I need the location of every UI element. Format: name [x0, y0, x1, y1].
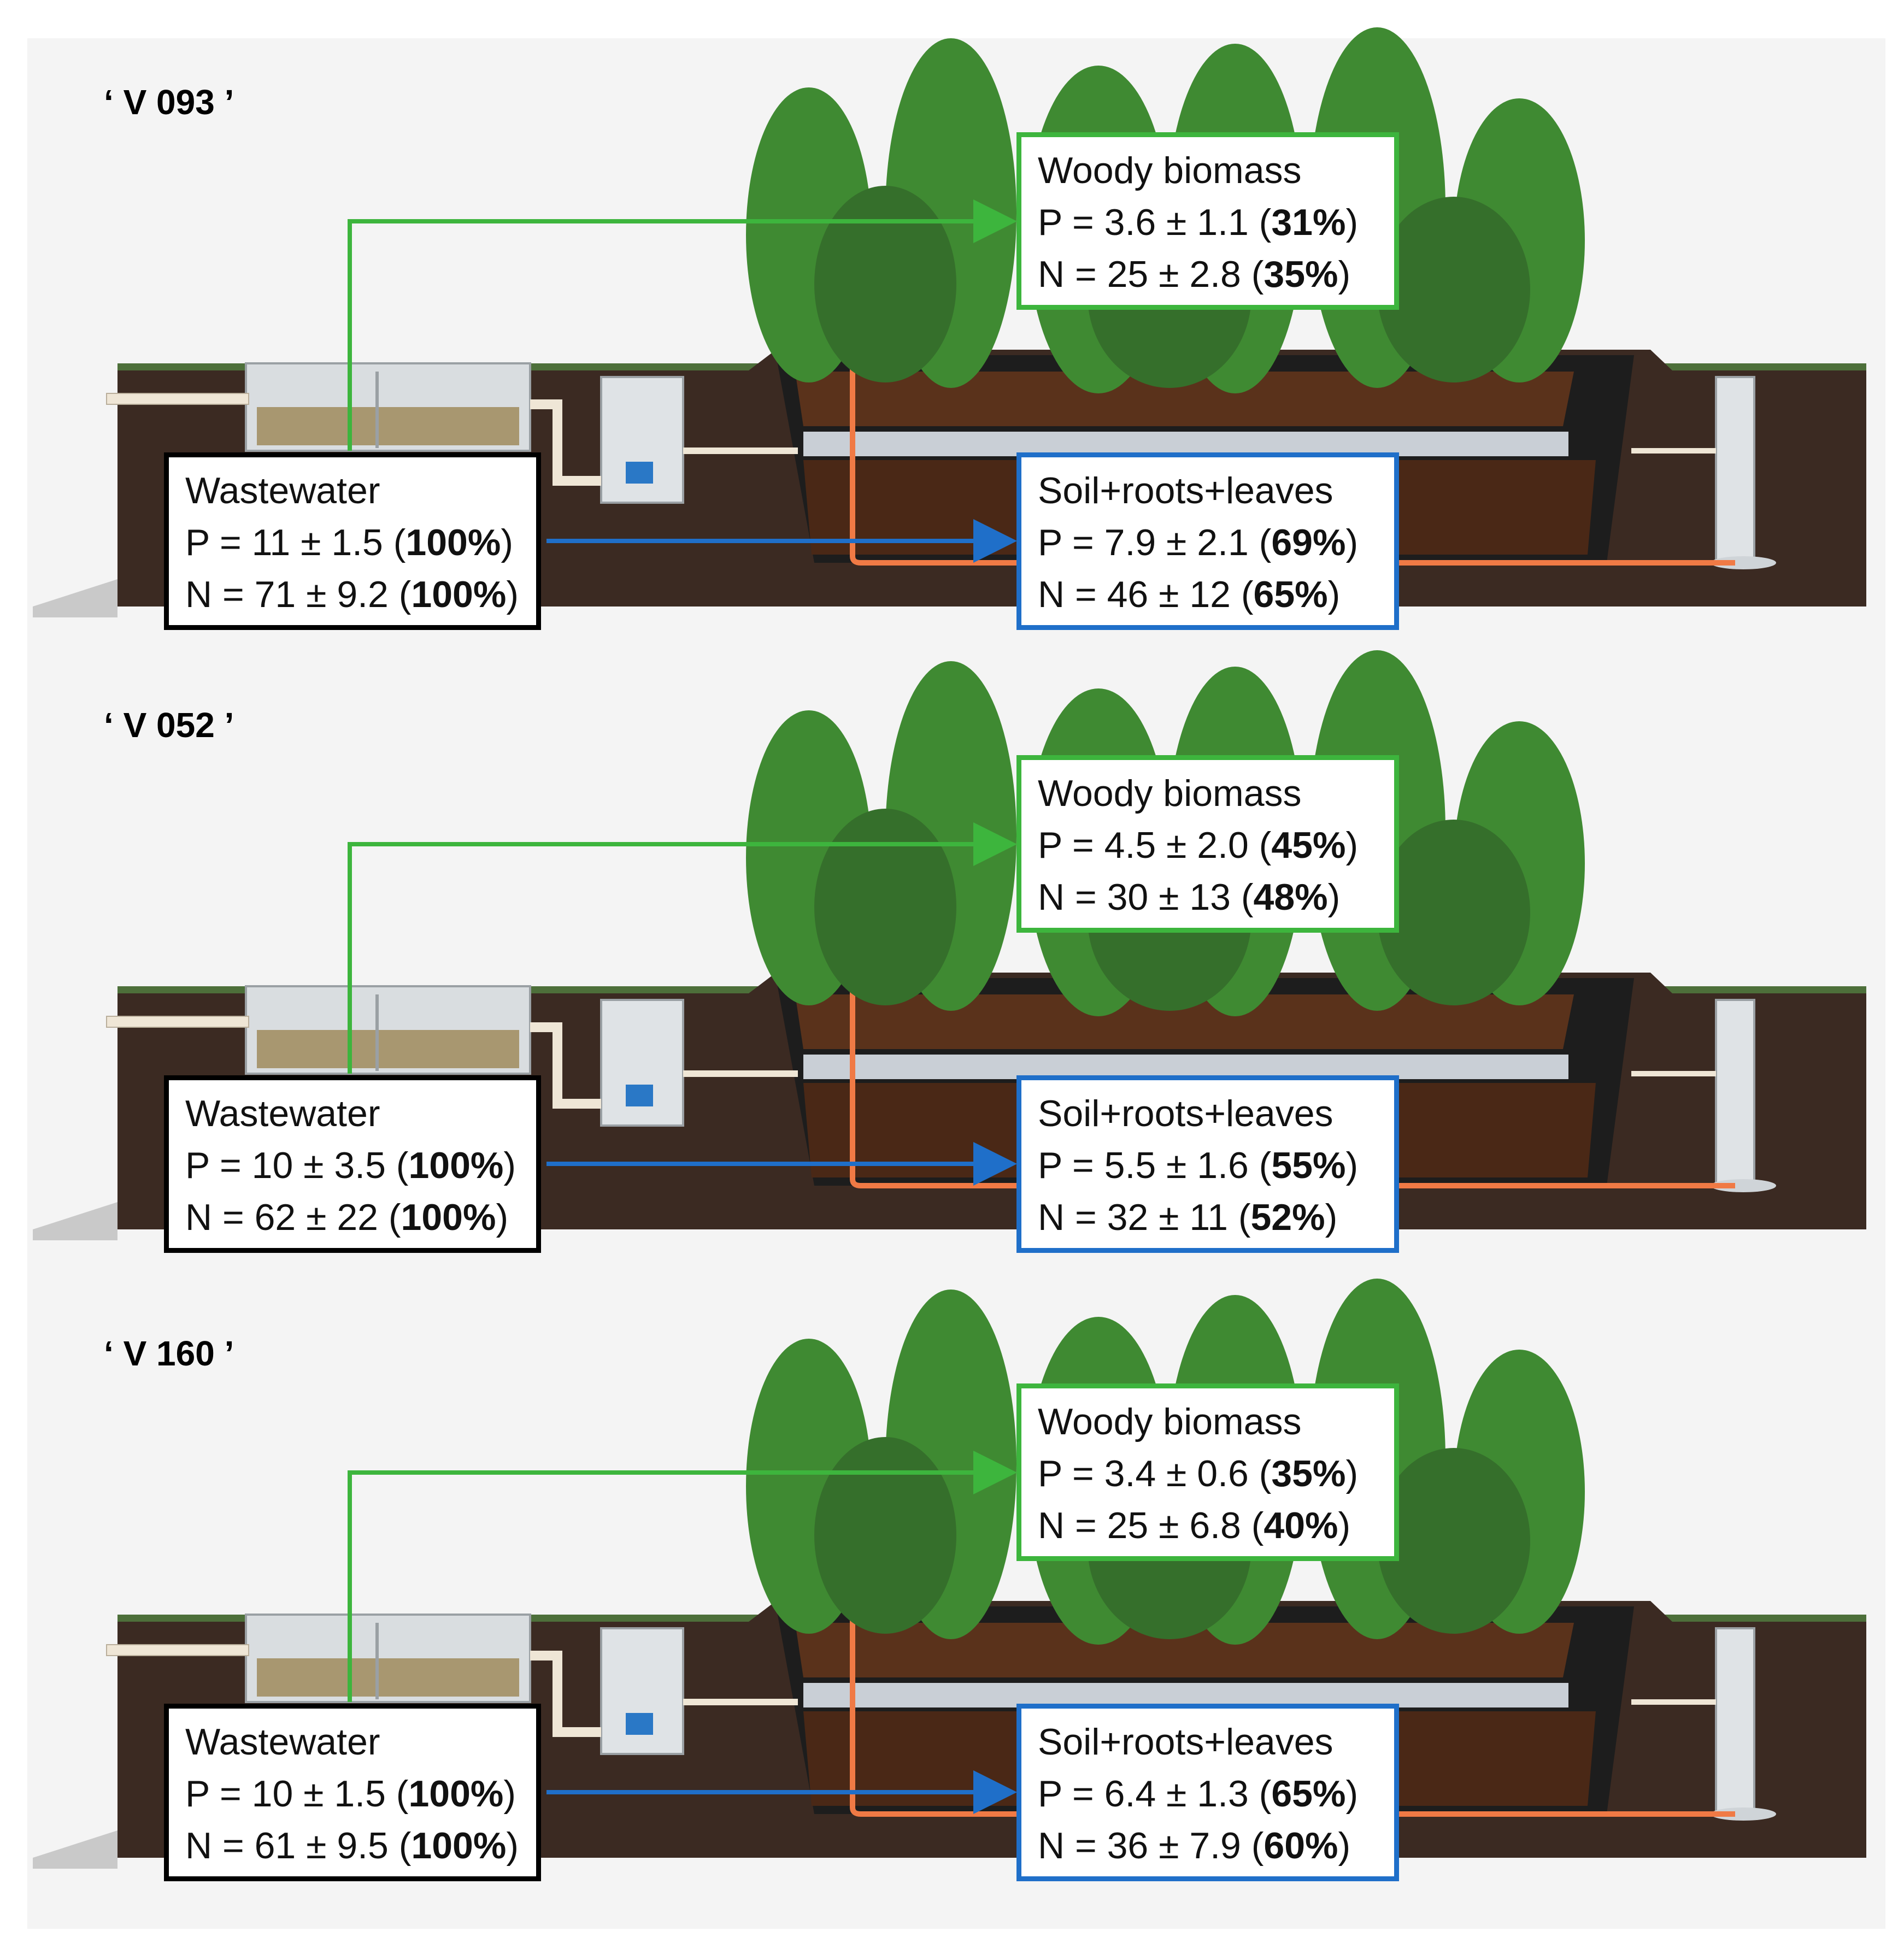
wastewater-n: N = 71 ± 9.2 (100%)	[185, 574, 519, 615]
soil-p: P = 5.5 ± 1.6 (55%)	[1038, 1145, 1359, 1186]
pump-shaft-icon	[600, 999, 684, 1127]
gravel-layer	[803, 432, 1568, 456]
tank-to-pump-pipe	[530, 1022, 601, 1109]
wastewater-p: P = 10 ± 1.5 (100%)	[185, 1773, 516, 1815]
cultivar-panel: ‘ V 052 ’ Wastewater P = 10 ± 3.5 (100%)…	[0, 623, 1904, 1257]
pump-shaft-icon	[600, 1627, 684, 1755]
inlet-pipe	[106, 393, 249, 405]
cultivar-panel: ‘ V 160 ’ Wastewater P = 10 ± 1.5 (100%)…	[0, 1251, 1904, 1885]
ground-shadow	[33, 1830, 117, 1869]
tank-to-pump-pipe	[530, 399, 601, 486]
wastewater-title: Wastewater	[185, 1093, 380, 1134]
soil-roots-leaves-box: Soil+roots+leaves P = 5.5 ± 1.6 (55%) N …	[1016, 1075, 1399, 1253]
gravel-layer	[803, 1683, 1568, 1707]
woody-title: Woody biomass	[1038, 773, 1302, 814]
outlet-shaft-icon	[1711, 376, 1776, 569]
septic-tank-icon	[245, 362, 531, 452]
woody-p: P = 3.6 ± 1.1 (31%)	[1038, 202, 1359, 243]
arrow-wastewater-to-woody	[348, 822, 1017, 1074]
soil-title: Soil+roots+leaves	[1038, 1093, 1333, 1134]
inlet-pipe	[106, 1644, 249, 1656]
septic-tank-icon	[245, 1614, 531, 1703]
septic-tank-icon	[245, 985, 531, 1075]
ground-shadow	[33, 1202, 117, 1240]
woody-title: Woody biomass	[1038, 1401, 1302, 1442]
wastewater-n: N = 62 ± 22 (100%)	[185, 1197, 509, 1238]
soil-roots-leaves-box: Soil+roots+leaves P = 7.9 ± 2.1 (69%) N …	[1016, 452, 1399, 630]
wastewater-p: P = 10 ± 3.5 (100%)	[185, 1145, 516, 1186]
wastewater-n: N = 61 ± 9.5 (100%)	[185, 1825, 519, 1866]
soil-n: N = 36 ± 7.9 (60%)	[1038, 1825, 1351, 1866]
arrow-wastewater-to-woody	[348, 1451, 1017, 1702]
woody-n: N = 30 ± 13 (48%)	[1038, 876, 1341, 918]
drain-pipe-icon	[850, 1601, 1735, 1817]
woody-p: P = 4.5 ± 2.0 (45%)	[1038, 825, 1359, 866]
soil-p: P = 6.4 ± 1.3 (65%)	[1038, 1773, 1359, 1815]
woody-biomass-box: Woody biomass P = 3.6 ± 1.1 (31%) N = 25…	[1016, 132, 1399, 310]
woody-biomass-box: Woody biomass P = 4.5 ± 2.0 (45%) N = 30…	[1016, 755, 1399, 933]
soil-roots-leaves-box: Soil+roots+leaves P = 6.4 ± 1.3 (65%) N …	[1016, 1704, 1399, 1881]
soil-title: Soil+roots+leaves	[1038, 470, 1333, 511]
arrow-wastewater-to-woody	[348, 199, 1017, 451]
ground-shadow	[33, 579, 117, 617]
soil-p: P = 7.9 ± 2.1 (69%)	[1038, 522, 1359, 563]
tank-to-pump-pipe	[530, 1651, 601, 1737]
drain-pipe-icon	[850, 973, 1735, 1188]
soil-n: N = 32 ± 11 (52%)	[1038, 1197, 1338, 1238]
woody-p: P = 3.4 ± 0.6 (35%)	[1038, 1453, 1359, 1494]
wastewater-box: Wastewater P = 11 ± 1.5 (100%) N = 71 ± …	[164, 452, 541, 630]
drain-pipe-icon	[850, 350, 1735, 566]
wastewater-p: P = 11 ± 1.5 (100%)	[185, 522, 513, 563]
cultivar-label: ‘ V 052 ’	[104, 705, 234, 745]
wastewater-box: Wastewater P = 10 ± 1.5 (100%) N = 61 ± …	[164, 1704, 541, 1881]
cultivar-label: ‘ V 093 ’	[104, 83, 234, 122]
wastewater-title: Wastewater	[185, 1721, 380, 1763]
wastewater-box: Wastewater P = 10 ± 3.5 (100%) N = 62 ± …	[164, 1075, 541, 1253]
woody-biomass-box: Woody biomass P = 3.4 ± 0.6 (35%) N = 25…	[1016, 1383, 1399, 1561]
woody-title: Woody biomass	[1038, 150, 1302, 191]
cultivar-label: ‘ V 160 ’	[104, 1334, 234, 1373]
pump-shaft-icon	[600, 376, 684, 504]
soil-n: N = 46 ± 12 (65%)	[1038, 574, 1341, 615]
soil-title: Soil+roots+leaves	[1038, 1721, 1333, 1763]
gravel-layer	[803, 1055, 1568, 1079]
outlet-shaft-icon	[1711, 999, 1776, 1192]
woody-n: N = 25 ± 6.8 (40%)	[1038, 1505, 1351, 1546]
cultivar-panel: ‘ V 093 ’ Wastewater P = 11 ± 1.5 (100%)…	[0, 0, 1904, 634]
woody-n: N = 25 ± 2.8 (35%)	[1038, 254, 1351, 295]
inlet-pipe	[106, 1016, 249, 1028]
wastewater-title: Wastewater	[185, 470, 380, 511]
outlet-shaft-icon	[1711, 1627, 1776, 1821]
